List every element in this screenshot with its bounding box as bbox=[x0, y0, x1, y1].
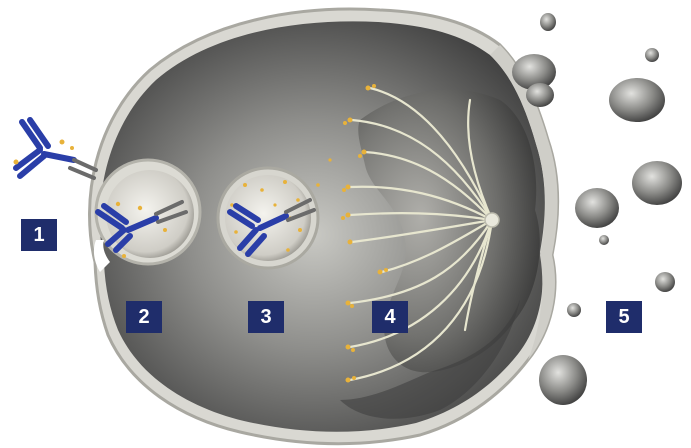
payload-dot bbox=[378, 270, 383, 275]
payload-dot bbox=[346, 213, 351, 218]
payload-dot bbox=[348, 118, 353, 123]
payload-dot bbox=[341, 216, 345, 220]
payload-dot bbox=[116, 202, 120, 206]
apoptotic-body bbox=[539, 355, 587, 405]
payload-dot bbox=[372, 84, 376, 88]
payload-dot bbox=[366, 86, 371, 91]
payload-dot bbox=[346, 378, 351, 383]
payload-dot bbox=[316, 183, 320, 187]
step-4-badge: 4 bbox=[372, 301, 408, 333]
step-1-badge: 1 bbox=[21, 219, 57, 251]
apoptotic-body bbox=[609, 78, 665, 122]
apoptotic-body bbox=[645, 48, 659, 62]
step-2-badge: 2 bbox=[126, 301, 162, 333]
apoptotic-body bbox=[567, 303, 581, 317]
payload-dot bbox=[362, 150, 367, 155]
payload-dot bbox=[346, 301, 351, 306]
payload-dot bbox=[298, 228, 302, 232]
payload-dot bbox=[273, 203, 276, 206]
payload-dot bbox=[352, 376, 356, 380]
payload-dot bbox=[351, 348, 355, 352]
payload-dot bbox=[286, 248, 290, 252]
payload-dot bbox=[346, 345, 351, 350]
payload-dot bbox=[163, 228, 167, 232]
payload-dot bbox=[243, 183, 247, 187]
apoptotic-body bbox=[526, 83, 554, 107]
apoptotic-body bbox=[632, 161, 682, 205]
apoptotic-body bbox=[575, 188, 619, 228]
payload-dot bbox=[283, 180, 287, 184]
payload-dot bbox=[350, 304, 354, 308]
antibody bbox=[16, 120, 74, 176]
payload-dot bbox=[296, 198, 300, 202]
payload-dot bbox=[342, 188, 346, 192]
payload-dot bbox=[346, 185, 351, 190]
payload-dot bbox=[122, 254, 126, 258]
step-5-badge: 5 bbox=[606, 301, 642, 333]
payload-dot bbox=[343, 121, 347, 125]
payload-dot bbox=[384, 268, 388, 272]
centrosome bbox=[485, 213, 499, 227]
payload-dot bbox=[260, 188, 264, 192]
apoptotic-body bbox=[655, 272, 675, 292]
payload-dot bbox=[348, 240, 353, 245]
step-3-badge: 3 bbox=[248, 301, 284, 333]
adc-outside-cell bbox=[14, 120, 97, 178]
payload-dot bbox=[328, 158, 331, 161]
apoptotic-body bbox=[540, 13, 556, 31]
apoptotic-body bbox=[599, 235, 609, 245]
payload-dot bbox=[60, 140, 65, 145]
payload-dot bbox=[14, 160, 19, 165]
endosome bbox=[218, 168, 318, 268]
payload-dot bbox=[138, 206, 142, 210]
payload-dot bbox=[234, 230, 238, 234]
payload-dot bbox=[358, 154, 362, 158]
payload-dot bbox=[70, 146, 74, 150]
